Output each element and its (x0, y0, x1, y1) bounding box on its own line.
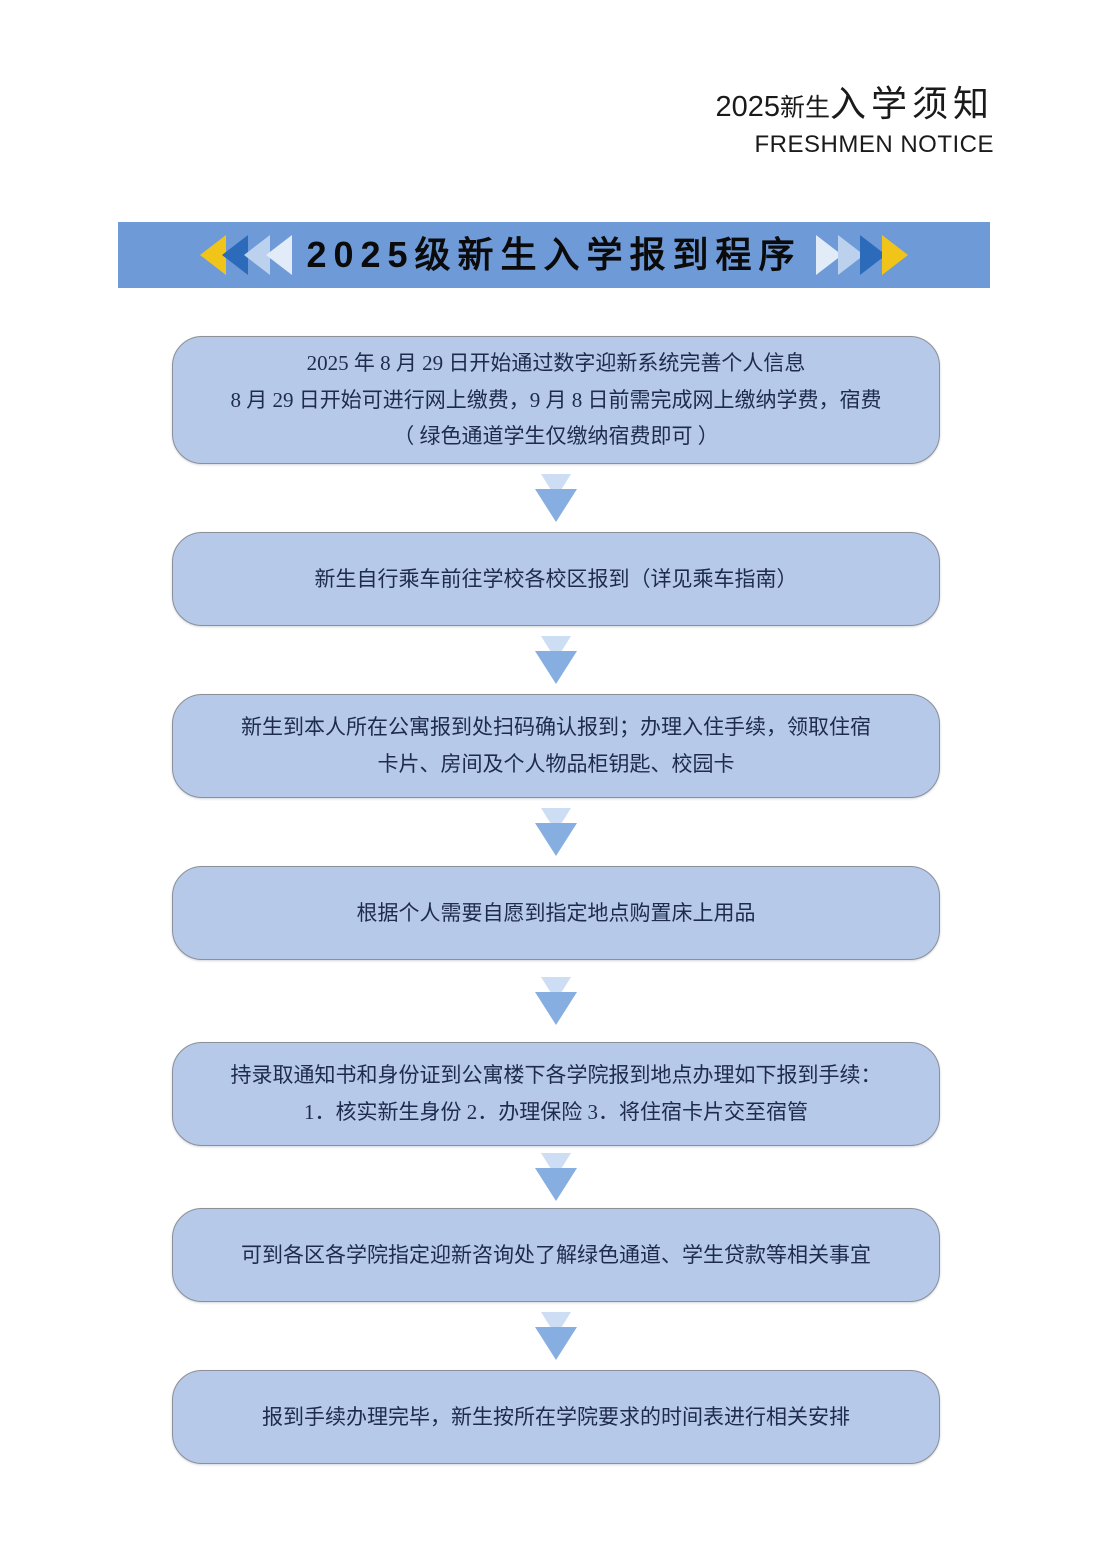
arrow-down-icon (535, 1327, 577, 1360)
flow-step-7: 报到手续办理完毕，新生按所在学院要求的时间表进行相关安排 (172, 1370, 940, 1464)
banner-title-text: 2025级新生入学报到程序 (306, 234, 802, 275)
arrow-right-yellow-icon (881, 235, 908, 275)
flow-step-5-line-2: 1．核实新生身份 2．办理保险 3．将住宿卡片交至宿管 (304, 1100, 808, 1124)
flow-step-3: 新生到本人所在公寓报到处扫码确认报到；办理入住手续，领取住宿 卡片、房间及个人物… (172, 694, 940, 798)
arrow-left-lightblue-icon (244, 235, 271, 275)
flow-step-5: 持录取通知书和身份证到公寓楼下各学院报到地点办理如下报到手续： 1．核实新生身份… (172, 1042, 940, 1146)
banner-left-arrow-group (200, 235, 293, 275)
masthead-title-cn: 2025新生入学须知 (715, 86, 994, 122)
flow-connector-6 (172, 1302, 940, 1370)
flow-step-2: 新生自行乘车前往学校各校区报到（详见乘车指南） (172, 532, 940, 626)
flow-step-1: 2025 年 8 月 29 日开始通过数字迎新系统完善个人信息 8 月 29 日… (172, 336, 940, 464)
arrow-right-blue-icon (859, 235, 886, 275)
flow-step-7-line-1: 报到手续办理完毕，新生按所在学院要求的时间表进行相关安排 (262, 1404, 850, 1429)
banner-right-arrow-group (815, 235, 908, 275)
flow-connector-3 (172, 798, 940, 866)
flow-connector-1 (172, 464, 940, 532)
masthead-year: 2025 (715, 91, 780, 123)
masthead-title-en: FRESHMEN NOTICE (754, 131, 994, 158)
flow-connector-4 (172, 960, 940, 1042)
arrow-left-blue-icon (222, 235, 249, 275)
flow-step-4: 根据个人需要自愿到指定地点购置床上用品 (172, 866, 940, 960)
title-banner: 2025级新生入学报到程序 (118, 222, 990, 288)
arrow-down-icon (535, 992, 577, 1025)
flow-step-6-line-1: 可到各区各学院指定迎新咨询处了解绿色通道、学生贷款等相关事宜 (241, 1242, 871, 1267)
arrow-down-icon (535, 651, 577, 684)
flow-connector-2 (172, 626, 940, 694)
arrow-down-icon (535, 823, 577, 856)
flow-step-5-line-1: 持录取通知书和身份证到公寓楼下各学院报到地点办理如下报到手续： (230, 1063, 882, 1088)
registration-flowchart: 2025 年 8 月 29 日开始通过数字迎新系统完善个人信息 8 月 29 日… (172, 336, 940, 1464)
flow-step-3-line-2: 卡片、房间及个人物品柜钥匙、校园卡 (377, 752, 735, 776)
flow-step-2-line-1: 新生自行乘车前往学校各校区报到（详见乘车指南） (314, 566, 798, 591)
masthead-subject: 新生 (779, 94, 830, 122)
flow-connector-5 (172, 1146, 940, 1208)
flow-step-1-line-3: （ 绿色通道学生仅缴纳宿费即可 ） (393, 424, 719, 449)
masthead: 2025新生入学须知 FRESHMEN NOTICE (715, 86, 994, 157)
flow-step-1-line-1: 2025 年 8 月 29 日开始通过数字迎新系统完善个人信息 (306, 350, 806, 375)
arrow-left-yellow-icon (200, 235, 227, 275)
arrow-down-icon (535, 1168, 577, 1201)
masthead-heading: 入学须知 (829, 83, 994, 124)
flow-step-6: 可到各区各学院指定迎新咨询处了解绿色通道、学生贷款等相关事宜 (172, 1208, 940, 1302)
arrow-right-lightblue-icon (837, 235, 864, 275)
arrow-left-paleblue-icon (266, 235, 293, 275)
arrow-down-icon (535, 489, 577, 522)
flow-step-3-line-1: 新生到本人所在公寓报到处扫码确认报到；办理入住手续，领取住宿 (241, 715, 871, 740)
flow-step-1-line-2: 8 月 29 日开始可进行网上缴费，9 月 8 日前需完成网上缴纳学费，宿费 (230, 387, 882, 412)
arrow-right-paleblue-icon (815, 235, 842, 275)
flow-step-4-line-1: 根据个人需要自愿到指定地点购置床上用品 (356, 900, 756, 925)
